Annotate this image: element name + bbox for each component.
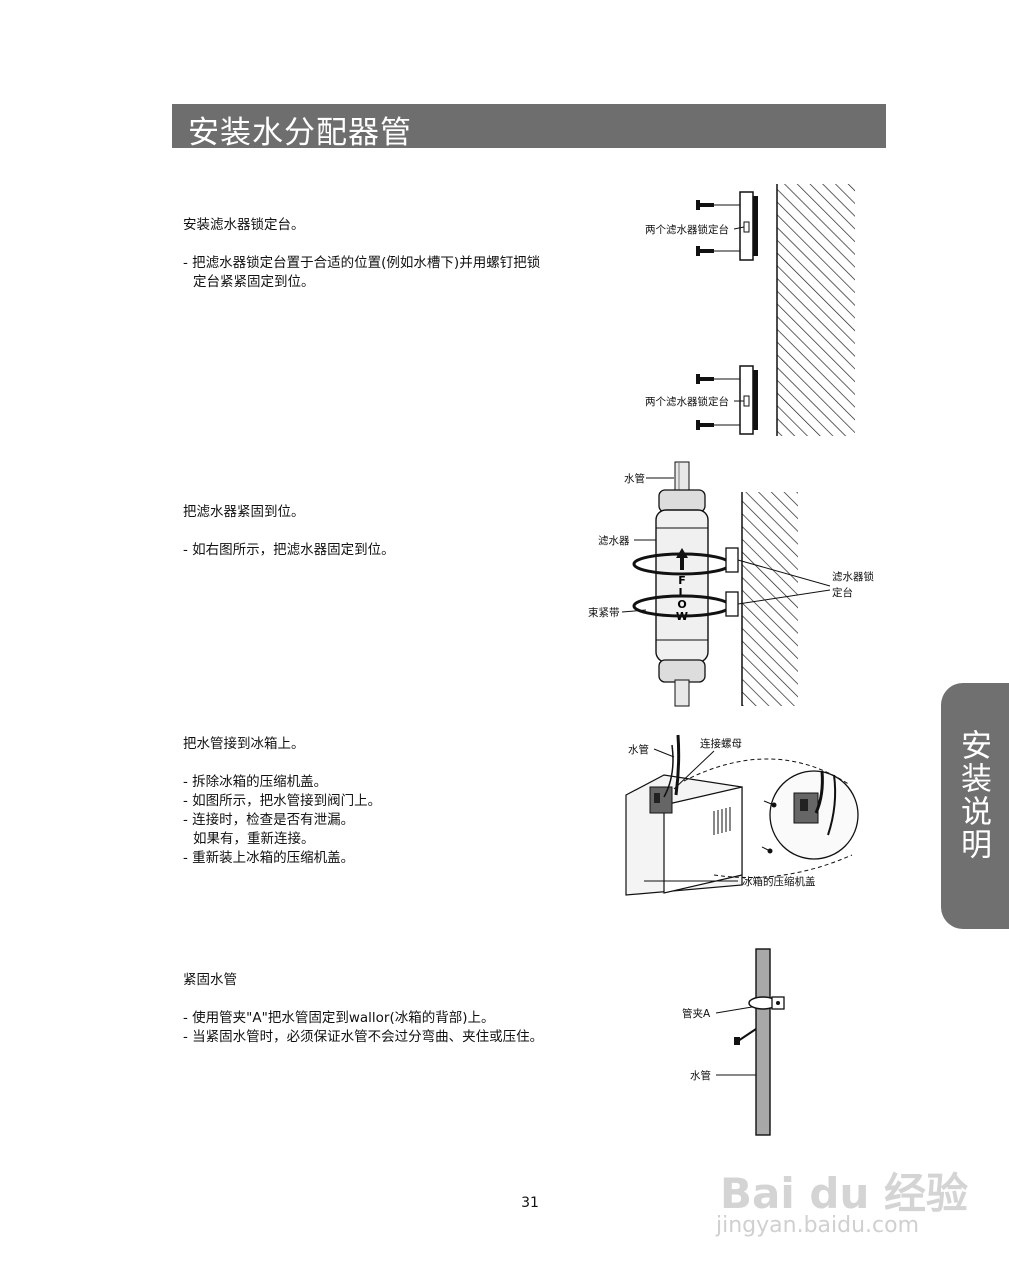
side-tab-label: 安装说明 [955, 729, 991, 861]
instruction-line: - 重新装上冰箱的压缩机盖。 [183, 850, 355, 866]
side-tab: 安装说明 [941, 683, 1009, 929]
flow-letter: F [678, 574, 686, 587]
figure-filter-mounted: F L O W 水管 滤水器 束紧带 滤水器锁 定台 [588, 461, 874, 707]
instruction-line: - 当紧固水管时，必须保证水管不会过分弯曲、夹住或压住。 [183, 1029, 544, 1045]
wall-hatch [777, 184, 855, 436]
water-pipe-top [674, 461, 690, 495]
screw-icon [696, 420, 714, 430]
label-water-pipe: 水管 [628, 743, 649, 756]
lock-base-bottom [739, 365, 754, 435]
label-lock-bases-bottom: 两个滤水器锁定台 [645, 395, 729, 408]
label-lock-base: 滤水器锁 [832, 570, 874, 583]
label-compressor-cover: 冰箱的压缩机盖 [742, 875, 816, 888]
flow-letter: O [677, 598, 686, 611]
instruction-line: 如果有，重新连接。 [193, 831, 315, 847]
section-heading: 紧固水管 [183, 972, 237, 988]
section-fix-filter: 把滤水器紧固到位。 - 如右图所示，把滤水器固定到位。 [183, 503, 583, 560]
label-lock-base-2: 定台 [832, 586, 853, 599]
water-pipe-bottom [674, 679, 690, 707]
screw-icon [696, 374, 714, 384]
instruction-line: - 使用管夹"A"把水管固定到wallor(冰箱的背部)上。 [183, 1010, 495, 1026]
instruction-line: - 如右图所示，把滤水器固定到位。 [183, 542, 395, 558]
page-number: 31 [521, 1195, 539, 1211]
water-pipe [755, 948, 771, 1136]
screw-icon [763, 800, 777, 808]
screw-icon [761, 846, 773, 854]
label-lock-bases-top: 两个滤水器锁定台 [645, 223, 729, 236]
label-strap: 束紧带 [588, 607, 620, 619]
label-filter: 滤水器 [598, 534, 630, 547]
instruction-line: - 把滤水器锁定台置于合适的位置(例如水槽下)并用螺钉把锁 [183, 255, 541, 271]
instruction-line: - 拆除冰箱的压缩机盖。 [183, 774, 328, 790]
instruction-line: - 如图所示，把水管接到阀门上。 [183, 793, 382, 809]
page-title-bar: 安装水分配器管 [172, 104, 886, 151]
label-clamp-a: 管夹A [682, 1007, 711, 1020]
lock-base-top [739, 191, 754, 261]
instruction-line: 定台紧紧固定到位。 [193, 274, 315, 290]
page-title: 安装水分配器管 [188, 115, 412, 151]
instruction-line: - 连接时，检查是否有泄漏。 [183, 812, 355, 828]
figure-connect-pipe: 水管 连接螺母 冰箱的压缩机盖 [625, 734, 859, 896]
section-install-lock-base: 安装滤水器锁定台。 - 把滤水器锁定台置于合适的位置(例如水槽下)并用螺钉把锁 … [183, 216, 583, 292]
figure-pipe-clamp: 管夹A 水管 [682, 948, 785, 1136]
figure-lock-bases: 两个滤水器锁定台 两个滤水器锁定台 [645, 184, 855, 436]
watermark-url: jingyan.baidu.com [716, 1213, 920, 1238]
screw-icon [696, 200, 714, 210]
section-heading: 把水管接到冰箱上。 [183, 736, 305, 752]
label-water-pipe: 水管 [624, 472, 645, 485]
screw-icon [696, 246, 714, 256]
section-heading: 把滤水器紧固到位。 [183, 504, 305, 520]
label-water-pipe: 水管 [690, 1069, 711, 1082]
label-connecting-nut: 连接螺母 [700, 737, 742, 750]
section-secure-pipe: 紧固水管 - 使用管夹"A"把水管固定到wallor(冰箱的背部)上。 - 当紧… [183, 971, 583, 1047]
flow-letter: L [678, 586, 685, 599]
section-heading: 安装滤水器锁定台。 [183, 217, 305, 233]
watermark-brand: Bai du 经验 [720, 1169, 968, 1218]
section-connect-pipe: 把水管接到冰箱上。 - 拆除冰箱的压缩机盖。 - 如图所示，把水管接到阀门上。 … [183, 735, 583, 868]
screw-icon [734, 1028, 757, 1045]
